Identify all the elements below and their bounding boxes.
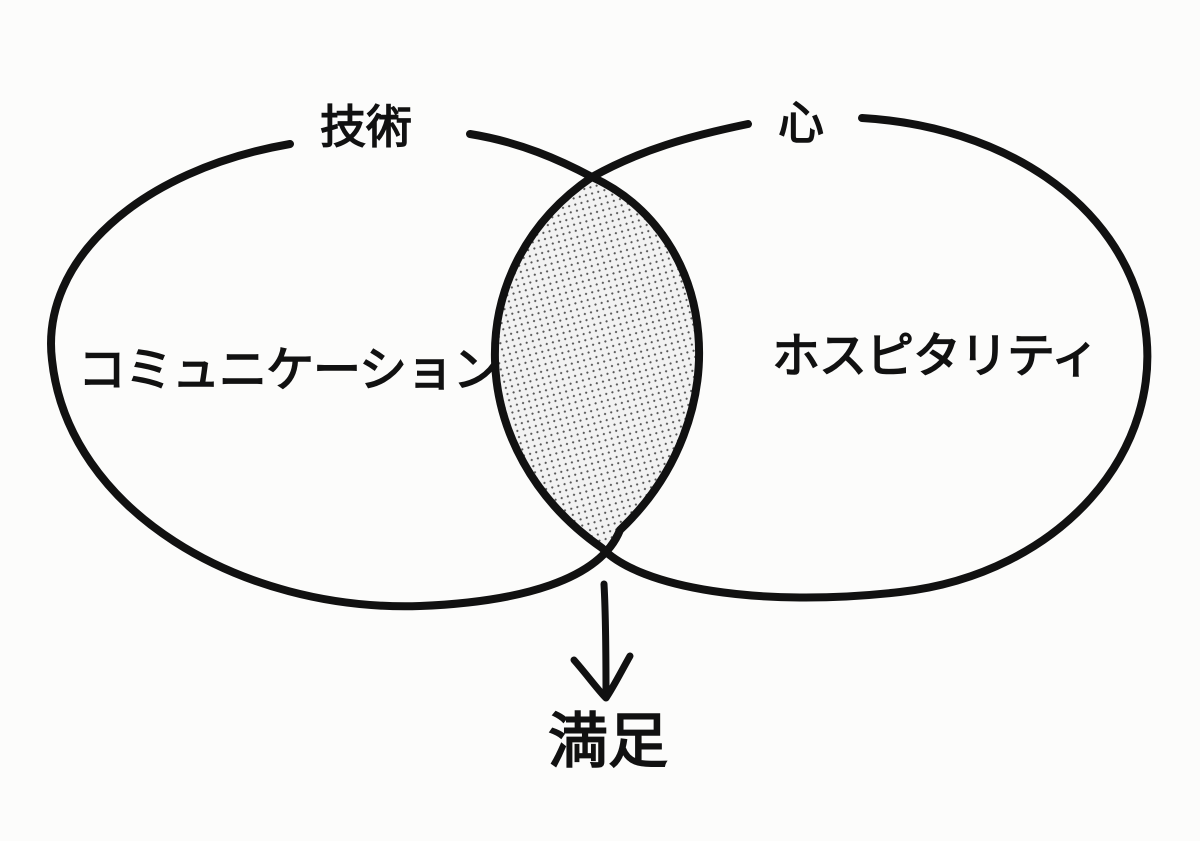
overlap-region: [494, 177, 701, 548]
left-circle-label: コミュニケーション: [78, 342, 501, 398]
right-circle-title: 心: [778, 96, 824, 150]
right-circle-label: ホスピタリティ: [772, 328, 1099, 384]
result-label: 満足: [548, 707, 668, 777]
left-circle-title: 技術: [320, 100, 412, 154]
right-circle-outline: [490, 114, 1152, 602]
arrow-down-icon: [570, 580, 634, 702]
left-circle-outline: [47, 130, 703, 611]
